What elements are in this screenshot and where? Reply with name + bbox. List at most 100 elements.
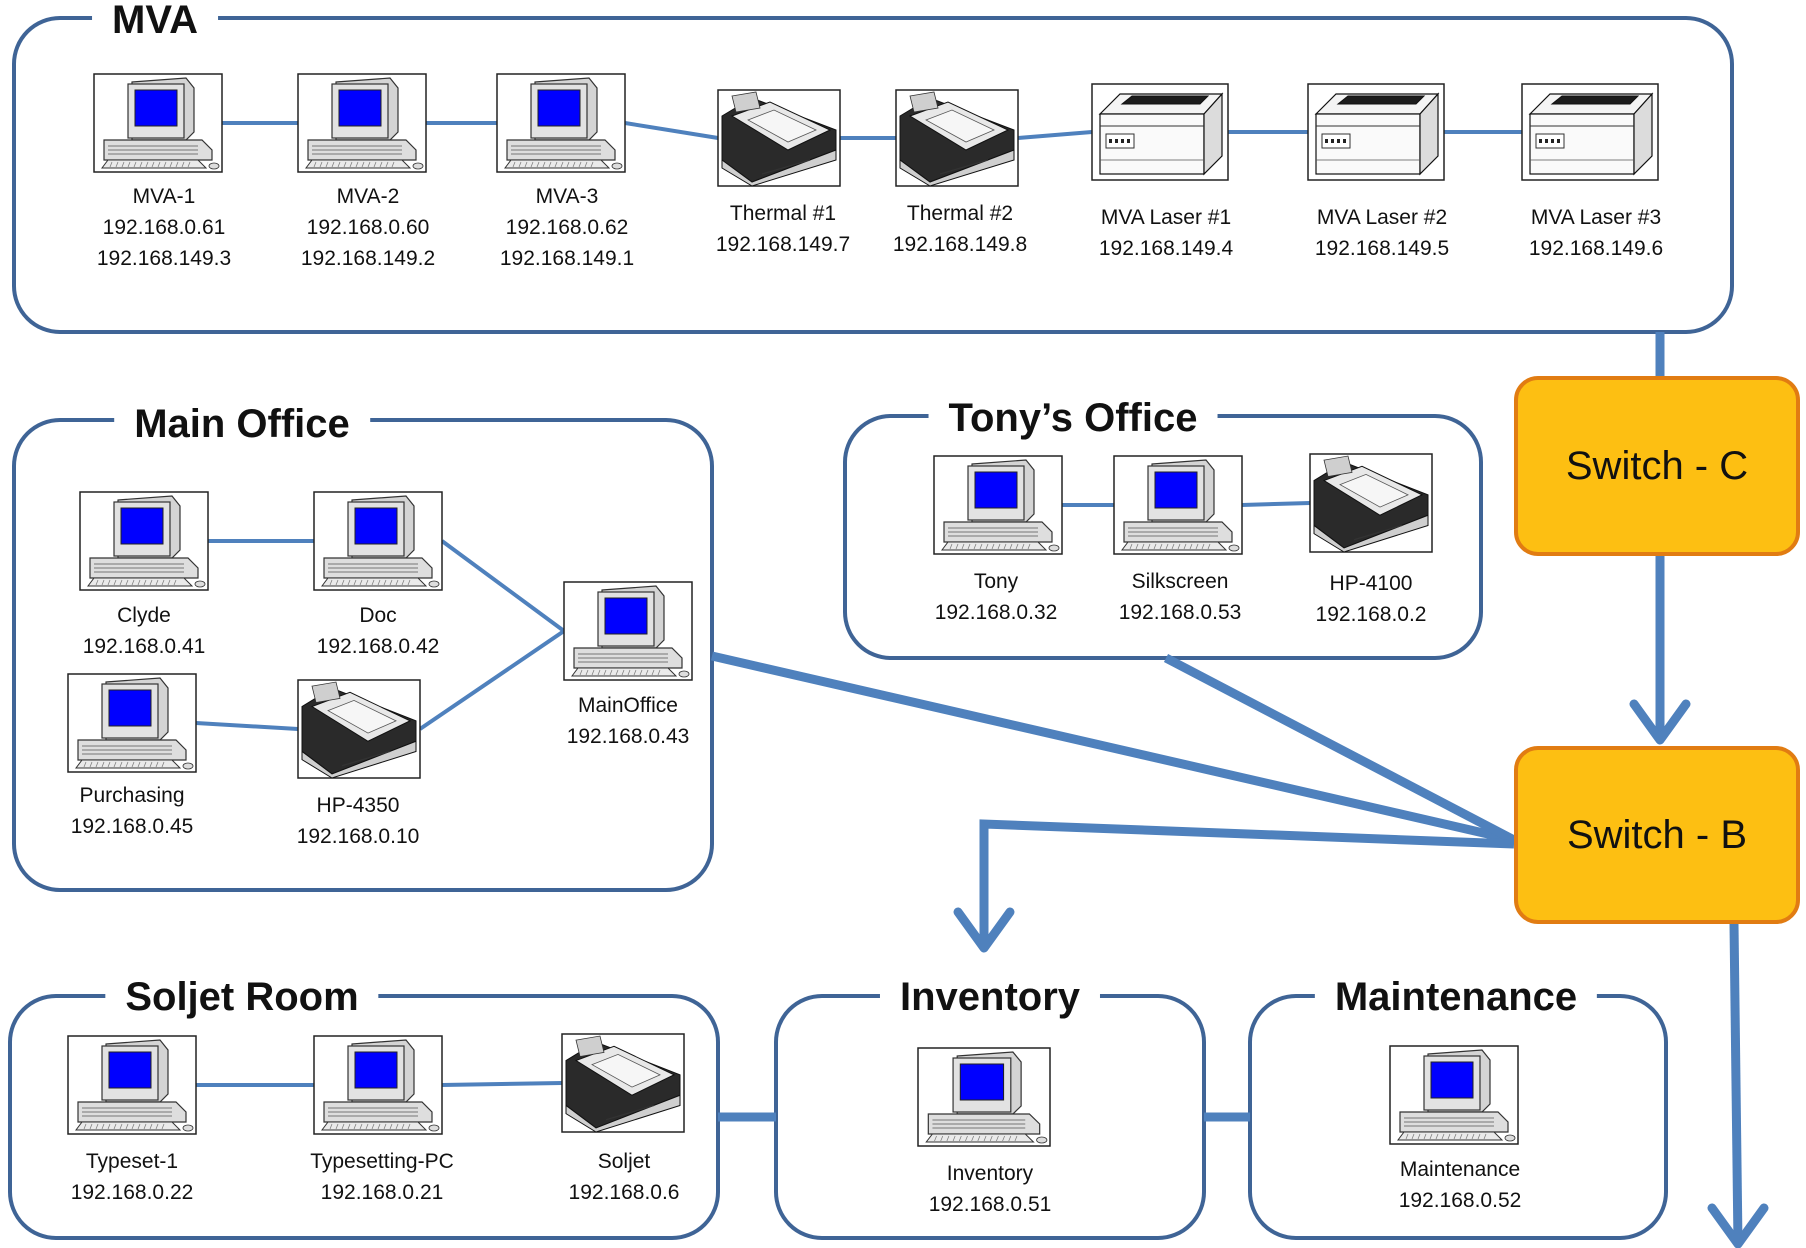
- device-label-mvalaser1: MVA Laser #1 192.168.149.4: [1099, 202, 1233, 264]
- device-label-thermal2: Thermal #2 192.168.149.8: [893, 198, 1027, 260]
- device-name: Typesetting-PC: [310, 1150, 454, 1173]
- device-name: MVA-1: [132, 185, 196, 208]
- device-ip: 192.168.0.32: [934, 601, 1058, 624]
- zone-title-main-office: Main Office: [114, 401, 370, 447]
- arrow-head-inventory: [953, 907, 1015, 953]
- device-ip: 192.168.0.62: [505, 216, 629, 239]
- device-ip: 192.168.0.61: [102, 216, 226, 239]
- device-label-mvalaser3: MVA Laser #3 192.168.149.6: [1529, 202, 1663, 264]
- laser-printer-icon: [1307, 83, 1445, 181]
- zone-title-maintenance: Maintenance: [1314, 974, 1598, 1020]
- device-ip: 192.168.0.45: [70, 815, 194, 838]
- device-label-typeset1: Typeset-1 192.168.0.22: [71, 1146, 194, 1208]
- device-ip: 192.168.149.8: [892, 233, 1028, 256]
- device-label-typesettingpc: Typesetting-PC 192.168.0.21: [310, 1146, 454, 1208]
- computer-icon: [1389, 1045, 1519, 1145]
- device-ip: 192.168.149.1: [499, 247, 635, 270]
- device-name: MVA Laser #1: [1100, 206, 1232, 229]
- zone-title-soljet-room: Soljet Room: [105, 974, 379, 1020]
- device-ip: 192.168.149.7: [715, 233, 851, 256]
- device-name: Silkscreen: [1131, 570, 1229, 593]
- computer-icon: [496, 73, 626, 173]
- device-ip: 192.168.0.22: [70, 1181, 194, 1204]
- link-tonys-office-to-switch-b: [1163, 654, 1517, 844]
- computer-icon: [79, 491, 209, 591]
- thermal-printer-icon: [1309, 453, 1433, 553]
- device-ip: 192.168.0.52: [1398, 1189, 1522, 1212]
- link-switch-b-downstream: [1729, 923, 1743, 1245]
- device-name: HP-4100: [1329, 572, 1413, 595]
- device-label-purchasing: Purchasing 192.168.0.45: [71, 780, 194, 842]
- switch-b: Switch - B: [1514, 746, 1800, 924]
- link-switch-b-to-inventory: [979, 819, 1515, 946]
- zone-title-tonys-office: Tony’s Office: [928, 395, 1218, 441]
- computer-icon: [93, 73, 223, 173]
- device-name: MVA-3: [535, 185, 599, 208]
- computer-icon: [313, 1035, 443, 1135]
- device-ip: 192.168.149.6: [1528, 237, 1664, 260]
- device-ip: 192.168.0.51: [928, 1193, 1052, 1216]
- link-doc-mainoffice: [440, 539, 566, 633]
- device-name: Typeset-1: [85, 1150, 179, 1173]
- device-label-inventory_pc: Inventory 192.168.0.51: [929, 1158, 1052, 1220]
- device-name: Clyde: [117, 604, 171, 627]
- link-typesettingpc-soljet: [441, 1081, 563, 1087]
- laser-printer-icon: [1091, 83, 1229, 181]
- device-ip: 192.168.0.53: [1118, 601, 1242, 624]
- switch-c: Switch - C: [1514, 376, 1800, 556]
- device-name: MainOffice: [578, 694, 678, 717]
- computer-icon: [917, 1047, 1051, 1147]
- computer-icon: [67, 673, 197, 773]
- device-ip: 192.168.0.41: [82, 635, 206, 658]
- device-label-maintenance_pc: Maintenance 192.168.0.52: [1399, 1154, 1522, 1216]
- device-label-thermal1: Thermal #1 192.168.149.7: [716, 198, 850, 260]
- device-name: Purchasing: [79, 784, 185, 807]
- computer-icon: [933, 455, 1063, 555]
- link-main-office-to-switch-b: [710, 651, 1516, 845]
- device-label-silkscreen: Silkscreen 192.168.0.53: [1119, 566, 1242, 628]
- device-label-hp4100: HP-4100 192.168.0.2: [1316, 568, 1427, 630]
- device-name: MVA Laser #3: [1530, 206, 1662, 229]
- device-ip: 192.168.0.21: [320, 1181, 444, 1204]
- thermal-printer-icon: [561, 1033, 685, 1133]
- device-ip: 192.168.0.2: [1315, 603, 1427, 626]
- thermal-printer-icon: [895, 89, 1019, 187]
- device-label-mva1: MVA-1 192.168.0.61 192.168.149.3: [97, 181, 231, 274]
- zone-title-mva: MVA: [92, 0, 218, 43]
- laser-printer-icon: [1521, 83, 1659, 181]
- computer-icon: [67, 1035, 197, 1135]
- device-ip: 192.168.149.5: [1314, 237, 1450, 260]
- computer-icon: [1113, 455, 1243, 555]
- device-name: Maintenance: [1399, 1158, 1521, 1181]
- device-ip: 192.168.0.6: [568, 1181, 680, 1204]
- computer-icon: [297, 73, 427, 173]
- device-ip: 192.168.149.4: [1098, 237, 1234, 260]
- computer-icon: [313, 491, 443, 591]
- zone-mva: [12, 16, 1734, 334]
- device-name: HP-4350: [316, 794, 400, 817]
- link-hp4350-mainoffice: [418, 629, 566, 731]
- device-label-clyde: Clyde 192.168.0.41: [83, 600, 206, 662]
- arrow-head-switch-b: [1629, 699, 1691, 745]
- device-name: Inventory: [946, 1162, 1034, 1185]
- device-ip: 192.168.149.2: [300, 247, 436, 270]
- link-mva3-thermal1: [624, 121, 719, 140]
- device-name: Thermal #1: [729, 202, 837, 225]
- device-name: Tony: [973, 570, 1019, 593]
- device-ip: 192.168.0.10: [296, 825, 420, 848]
- arrow-head-downstream: [1707, 1203, 1769, 1248]
- device-ip: 192.168.0.42: [316, 635, 440, 658]
- device-label-mva3: MVA-3 192.168.0.62 192.168.149.1: [500, 181, 634, 274]
- device-label-doc: Doc 192.168.0.42: [317, 600, 440, 662]
- device-name: MVA Laser #2: [1316, 206, 1448, 229]
- device-label-hp4350: HP-4350 192.168.0.10: [297, 790, 420, 852]
- device-ip: 192.168.149.3: [96, 247, 232, 270]
- device-name: Doc: [359, 604, 397, 627]
- device-name: Thermal #2: [906, 202, 1014, 225]
- link-thermal2-mvalaser1: [1017, 130, 1093, 140]
